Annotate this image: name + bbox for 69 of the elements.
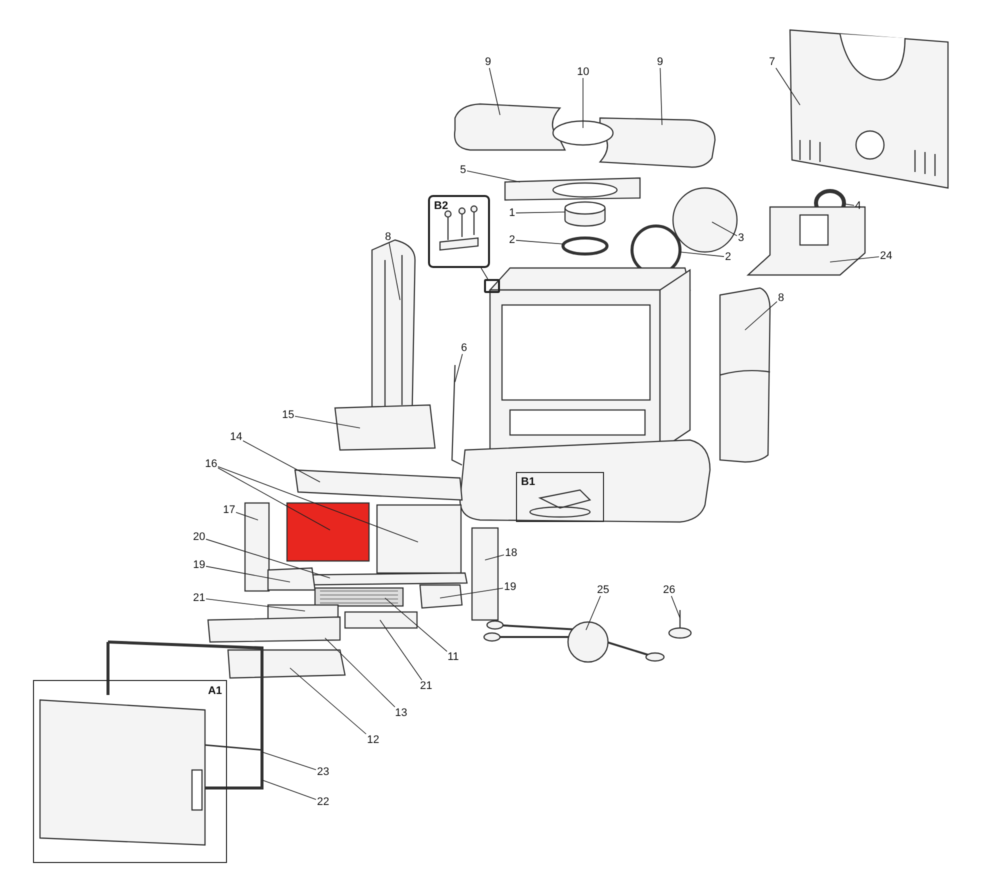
callout-number: 5 [459,164,468,176]
callout-number: 14 [229,431,244,443]
callout-number: 16 [204,458,218,470]
detail-inset-frame [516,472,604,522]
callout-number: 26 [662,584,676,596]
leader-line [262,780,316,800]
leader-line [384,598,448,652]
leader-line [516,212,566,214]
callout-number: 25 [596,584,610,596]
leader-line [516,240,564,244]
leader-line [236,512,258,520]
leader-line [242,440,320,482]
callout-number: 7 [768,56,776,68]
inset-label: B1 [521,476,536,488]
leader-line [290,668,366,734]
callout-number: 19 [192,559,206,571]
leader-line [586,596,601,630]
leader-line [830,256,880,262]
leader-line [582,78,584,128]
leader-line [484,554,504,560]
callout-number: 2 [724,251,732,263]
callout-number: 10 [576,66,590,78]
leader-line [744,301,778,330]
callout-number: 8 [384,231,392,243]
detail-inset-frame [33,680,227,863]
leader-line [218,466,418,542]
callout-number: 18 [504,547,518,559]
leader-line [206,598,306,612]
callout-number: 8 [777,292,786,304]
leader-line [294,416,360,428]
leader-line [380,620,422,680]
callout-number: 1 [508,207,516,219]
leader-line [844,204,854,206]
callout-number: 6 [460,342,468,354]
callout-number: 9 [484,56,492,68]
callout-number: 11 [446,651,460,663]
callout-number: 3 [737,232,746,244]
leader-line [466,170,520,182]
callout-number: 9 [656,56,664,68]
leader-line [440,588,504,598]
leader-line [388,242,400,300]
callout-number: 17 [222,504,236,516]
callout-number: 20 [192,531,206,543]
leader-line [660,68,662,126]
leader-line [670,596,680,618]
inset-label: B2 [434,200,448,212]
callout-number: 13 [394,707,408,719]
leader-line [206,566,290,582]
detail-marker-box [484,279,500,293]
leader-line [776,68,800,106]
leader-line [324,638,396,708]
leader-line [206,538,330,578]
leader-line [218,467,330,530]
callout-number: 21 [192,592,206,604]
inset-label: A1 [208,685,222,697]
leader-line [262,752,316,770]
callout-number: 12 [366,734,380,746]
leader-line [454,354,463,382]
detail-inset-frame [428,195,490,268]
callout-number: 15 [281,409,296,421]
callout-number: 24 [879,250,894,262]
leader-line [488,68,500,116]
callout-number: 19 [503,581,518,593]
connector-line [480,268,488,280]
callout-number: 21 [419,680,434,692]
callout-number: 22 [316,796,330,808]
callout-number: 2 [508,234,516,246]
leader-line [680,252,724,257]
callout-number: 23 [316,766,330,778]
